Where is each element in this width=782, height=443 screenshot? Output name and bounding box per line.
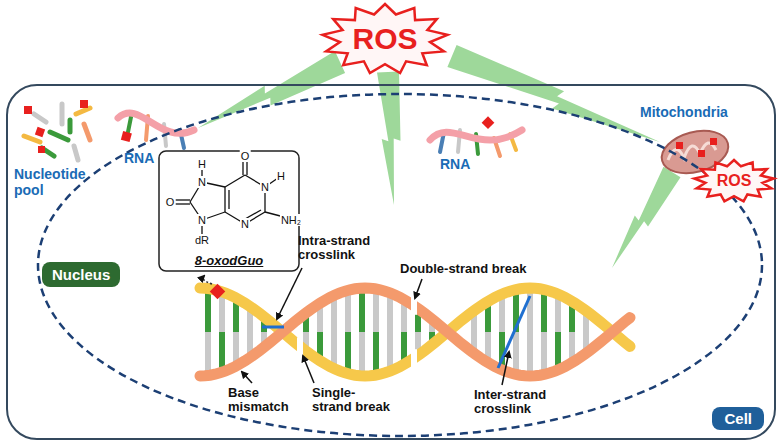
cell-badge: Cell	[712, 407, 764, 430]
lesion-label: Double-strand break	[400, 262, 550, 276]
structure-box: 8-oxodGuo	[158, 150, 300, 272]
atom-label: O	[240, 150, 251, 162]
base-pair	[359, 332, 365, 376]
burst-outline	[694, 160, 773, 201]
strand-break	[411, 349, 417, 367]
atom-label: N	[197, 176, 207, 188]
base-pair	[527, 288, 533, 332]
organelle-label: Mitochondria	[640, 104, 760, 120]
strand-break	[411, 297, 417, 315]
cell-outline-shape	[6, 84, 776, 440]
base-pair	[205, 289, 211, 332]
atom-label: H	[276, 170, 286, 182]
structure-frame	[159, 151, 299, 271]
lesion-label: Base mismatch	[228, 386, 308, 414]
atom-label: dR	[194, 234, 210, 246]
base-pair	[373, 289, 379, 332]
atom-label: NH₂	[280, 214, 302, 226]
dna-strand	[200, 288, 630, 376]
chemical-structure	[172, 158, 288, 238]
atom-label: N	[197, 214, 207, 226]
lightning-bolts	[198, 45, 681, 268]
base-pair	[541, 290, 547, 332]
oxidation-marks	[24, 100, 88, 153]
atom-label: H	[197, 158, 207, 170]
lightning-bolt	[198, 51, 345, 128]
dna-lesions	[203, 276, 530, 368]
cell-outline: Cell Nucleus 8-oxodGuo ROS	[6, 84, 776, 440]
atom-label: O	[165, 196, 176, 208]
ros-burst: ROS	[694, 160, 774, 202]
rna-label: RNA	[440, 156, 490, 172]
dna-helix	[200, 288, 630, 376]
rna-strand	[118, 112, 194, 148]
compound-name: 8-oxodGuo	[158, 253, 300, 268]
cell-membrane	[7, 85, 775, 439]
lesion-label: Inter-strand crosslink	[474, 388, 570, 416]
pool-label: Nucleotide pool	[14, 166, 110, 198]
lesion-label: Intra-strand crosslink	[298, 234, 390, 262]
burst-outline	[323, 4, 448, 73]
base-pair	[359, 288, 365, 332]
lightning-bolt	[377, 72, 401, 206]
atom-label: N	[240, 218, 250, 230]
leader-arrows	[242, 268, 509, 385]
base-pair	[513, 332, 519, 374]
nuclear-envelope	[38, 94, 762, 436]
base-pair	[527, 332, 533, 376]
ros-label: ROS	[694, 160, 774, 202]
base-pair	[373, 332, 379, 375]
ros-burst: ROS	[322, 4, 448, 74]
ros-label: ROS	[322, 4, 448, 74]
lightning-bolt	[447, 45, 660, 142]
lesion-label: Single-strand break	[312, 386, 392, 414]
nucleus-badge: Nucleus	[42, 262, 120, 287]
lightning-bolt	[612, 167, 681, 268]
base-pair	[541, 332, 547, 374]
base-pair	[205, 332, 211, 375]
rna-strand	[430, 116, 522, 156]
strand-break	[297, 337, 303, 355]
rna-label: RNA	[124, 150, 174, 166]
nucleotide-pool	[24, 104, 90, 160]
atom-label: N	[260, 181, 270, 193]
dna-strand	[200, 288, 630, 376]
